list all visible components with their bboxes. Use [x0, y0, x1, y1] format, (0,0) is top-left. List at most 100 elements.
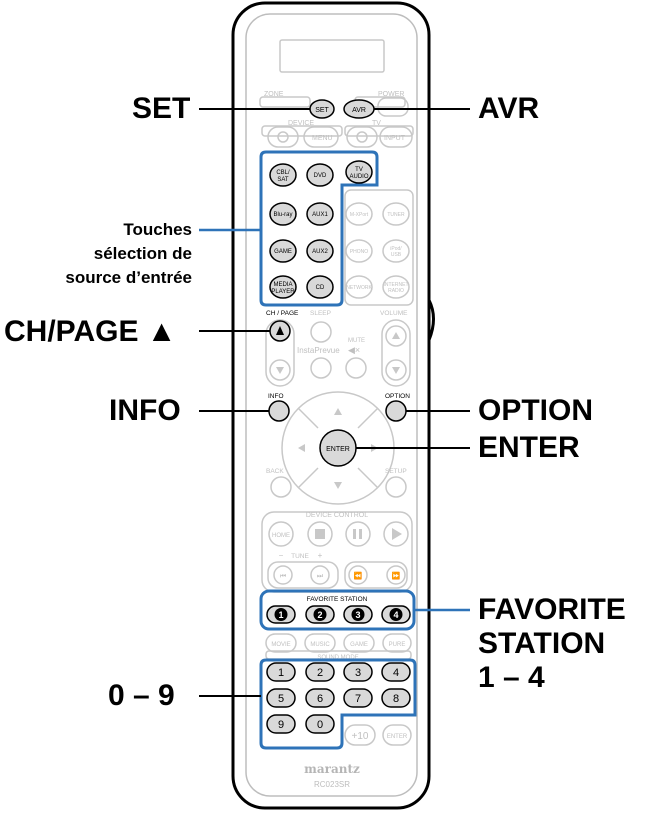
tune-up-button[interactable]: [310, 565, 330, 585]
tv-power-button[interactable]: [346, 126, 378, 148]
game-button[interactable]: [269, 239, 297, 263]
callout-source-line-2: sélection de: [93, 244, 192, 263]
plus10-button[interactable]: [344, 724, 376, 746]
media-player-button[interactable]: [269, 275, 297, 299]
mxport-button[interactable]: [345, 202, 373, 226]
aux2-button[interactable]: [306, 239, 334, 263]
ch-page-down-icon: [276, 367, 284, 374]
instaprevue-button[interactable]: [310, 357, 332, 379]
callout-favorite-line-2: STATION: [478, 627, 606, 660]
tv-label: TV: [372, 120, 381, 127]
sleep-button[interactable]: [310, 321, 332, 343]
number-6-label: 6: [317, 693, 323, 705]
blu-ray-button[interactable]: [269, 202, 297, 226]
music-button[interactable]: [304, 633, 336, 653]
favorite-1-badge: [274, 608, 288, 621]
menu-label: MENU: [312, 135, 333, 142]
cbl-sat-label-1: CBL/: [276, 170, 290, 176]
enter-button-label: ENTER: [326, 446, 350, 453]
callout-favorite-line-1: FAVORITE: [478, 593, 626, 626]
volume-up-button[interactable]: [385, 325, 407, 347]
back-label: BACK: [266, 468, 284, 475]
number-3-button[interactable]: [343, 662, 373, 682]
ipod-usb-button[interactable]: [382, 239, 410, 263]
home-label: HOME: [272, 533, 290, 539]
tune-down-button[interactable]: [273, 565, 293, 585]
movie-label: MOVIE: [271, 642, 290, 648]
enter-small-button[interactable]: [382, 724, 412, 746]
input-label: INPUT: [384, 135, 406, 142]
callout-numbers: 0 – 9: [108, 679, 175, 712]
number-1-button[interactable]: [266, 662, 296, 682]
stop-button[interactable]: [307, 521, 333, 547]
ch-page-label: CH / PAGE: [266, 310, 299, 317]
setup-button[interactable]: [385, 476, 407, 498]
favorite-station-label: FAVORITE STATION: [307, 596, 368, 603]
network-button[interactable]: [345, 275, 373, 299]
power-button[interactable]: [377, 97, 409, 117]
game-mode-button[interactable]: [343, 633, 375, 653]
mute-label: MUTE: [348, 338, 365, 344]
number-9-button[interactable]: [266, 714, 296, 734]
number-7-button[interactable]: [343, 688, 373, 708]
back-button[interactable]: [270, 476, 292, 498]
mute-button[interactable]: [345, 357, 367, 379]
home-button[interactable]: [268, 521, 294, 547]
callout-avr: AVR: [478, 92, 540, 125]
volume-down-button[interactable]: [385, 359, 407, 381]
dvd-label: DVD: [314, 173, 327, 179]
number-8-button[interactable]: [381, 688, 411, 708]
favorite-4-badge: [389, 608, 403, 621]
cd-label: CD: [316, 285, 325, 291]
ipod-usb-label-1: iPod/: [390, 246, 402, 252]
number-6-button[interactable]: [305, 688, 335, 708]
rewind-icon: ⏪: [354, 571, 363, 580]
game-mode-label: GAME: [350, 642, 368, 648]
pure-button[interactable]: [382, 633, 412, 653]
number-5-button[interactable]: [266, 688, 296, 708]
favorite-1-label: 1: [278, 610, 283, 620]
favorite-3-badge: [351, 608, 365, 621]
sleep-label: SLEEP: [310, 310, 331, 317]
volume-down-icon: [392, 367, 400, 374]
device-power-button[interactable]: [267, 126, 299, 148]
device-control-label: DEVICE CONTROL: [306, 512, 368, 519]
plus10-label: +10: [352, 731, 369, 742]
cbl-sat-button[interactable]: [269, 163, 297, 187]
callout-favorite-station: FAVORITE STATION 1 – 4: [478, 593, 626, 695]
input-button[interactable]: [379, 126, 413, 148]
blu-ray-label: Blu-ray: [273, 212, 292, 218]
tune-bracket: [267, 561, 339, 589]
menu-button[interactable]: [303, 126, 339, 148]
number-8-label: 8: [393, 693, 399, 705]
number-4-button[interactable]: [381, 662, 411, 682]
dvd-button[interactable]: [306, 163, 334, 187]
zone-label: ZONE: [264, 91, 284, 98]
movie-button[interactable]: [265, 633, 297, 653]
tv-audio-button[interactable]: [345, 160, 373, 184]
aux1-button[interactable]: [306, 202, 334, 226]
phono-button[interactable]: [345, 239, 373, 263]
music-label: MUSIC: [310, 642, 330, 648]
ch-page-down-button[interactable]: [269, 359, 291, 381]
number-0-button[interactable]: [305, 714, 335, 734]
rewind-button[interactable]: [348, 565, 368, 585]
pause-button[interactable]: [345, 521, 371, 547]
number-9-label: 9: [278, 719, 284, 731]
play-icon: [392, 528, 402, 540]
callout-info: INFO: [109, 394, 181, 427]
tuner-label: TUNER: [387, 212, 405, 218]
fast-forward-button[interactable]: [386, 565, 406, 585]
callout-option: OPTION: [478, 394, 594, 427]
number-2-button[interactable]: [305, 662, 335, 682]
play-button[interactable]: [383, 521, 409, 547]
option-button[interactable]: [385, 400, 407, 422]
tuner-button[interactable]: [382, 202, 410, 226]
cd-button[interactable]: [306, 275, 334, 299]
info-button[interactable]: [268, 400, 290, 422]
setup-label: SETUP: [385, 468, 407, 475]
internet-radio-button[interactable]: [382, 275, 410, 299]
numbers-highlight: [259, 658, 417, 750]
dpad-up-icon: [334, 408, 342, 415]
media-player-label-2: PLAYER: [271, 289, 295, 295]
